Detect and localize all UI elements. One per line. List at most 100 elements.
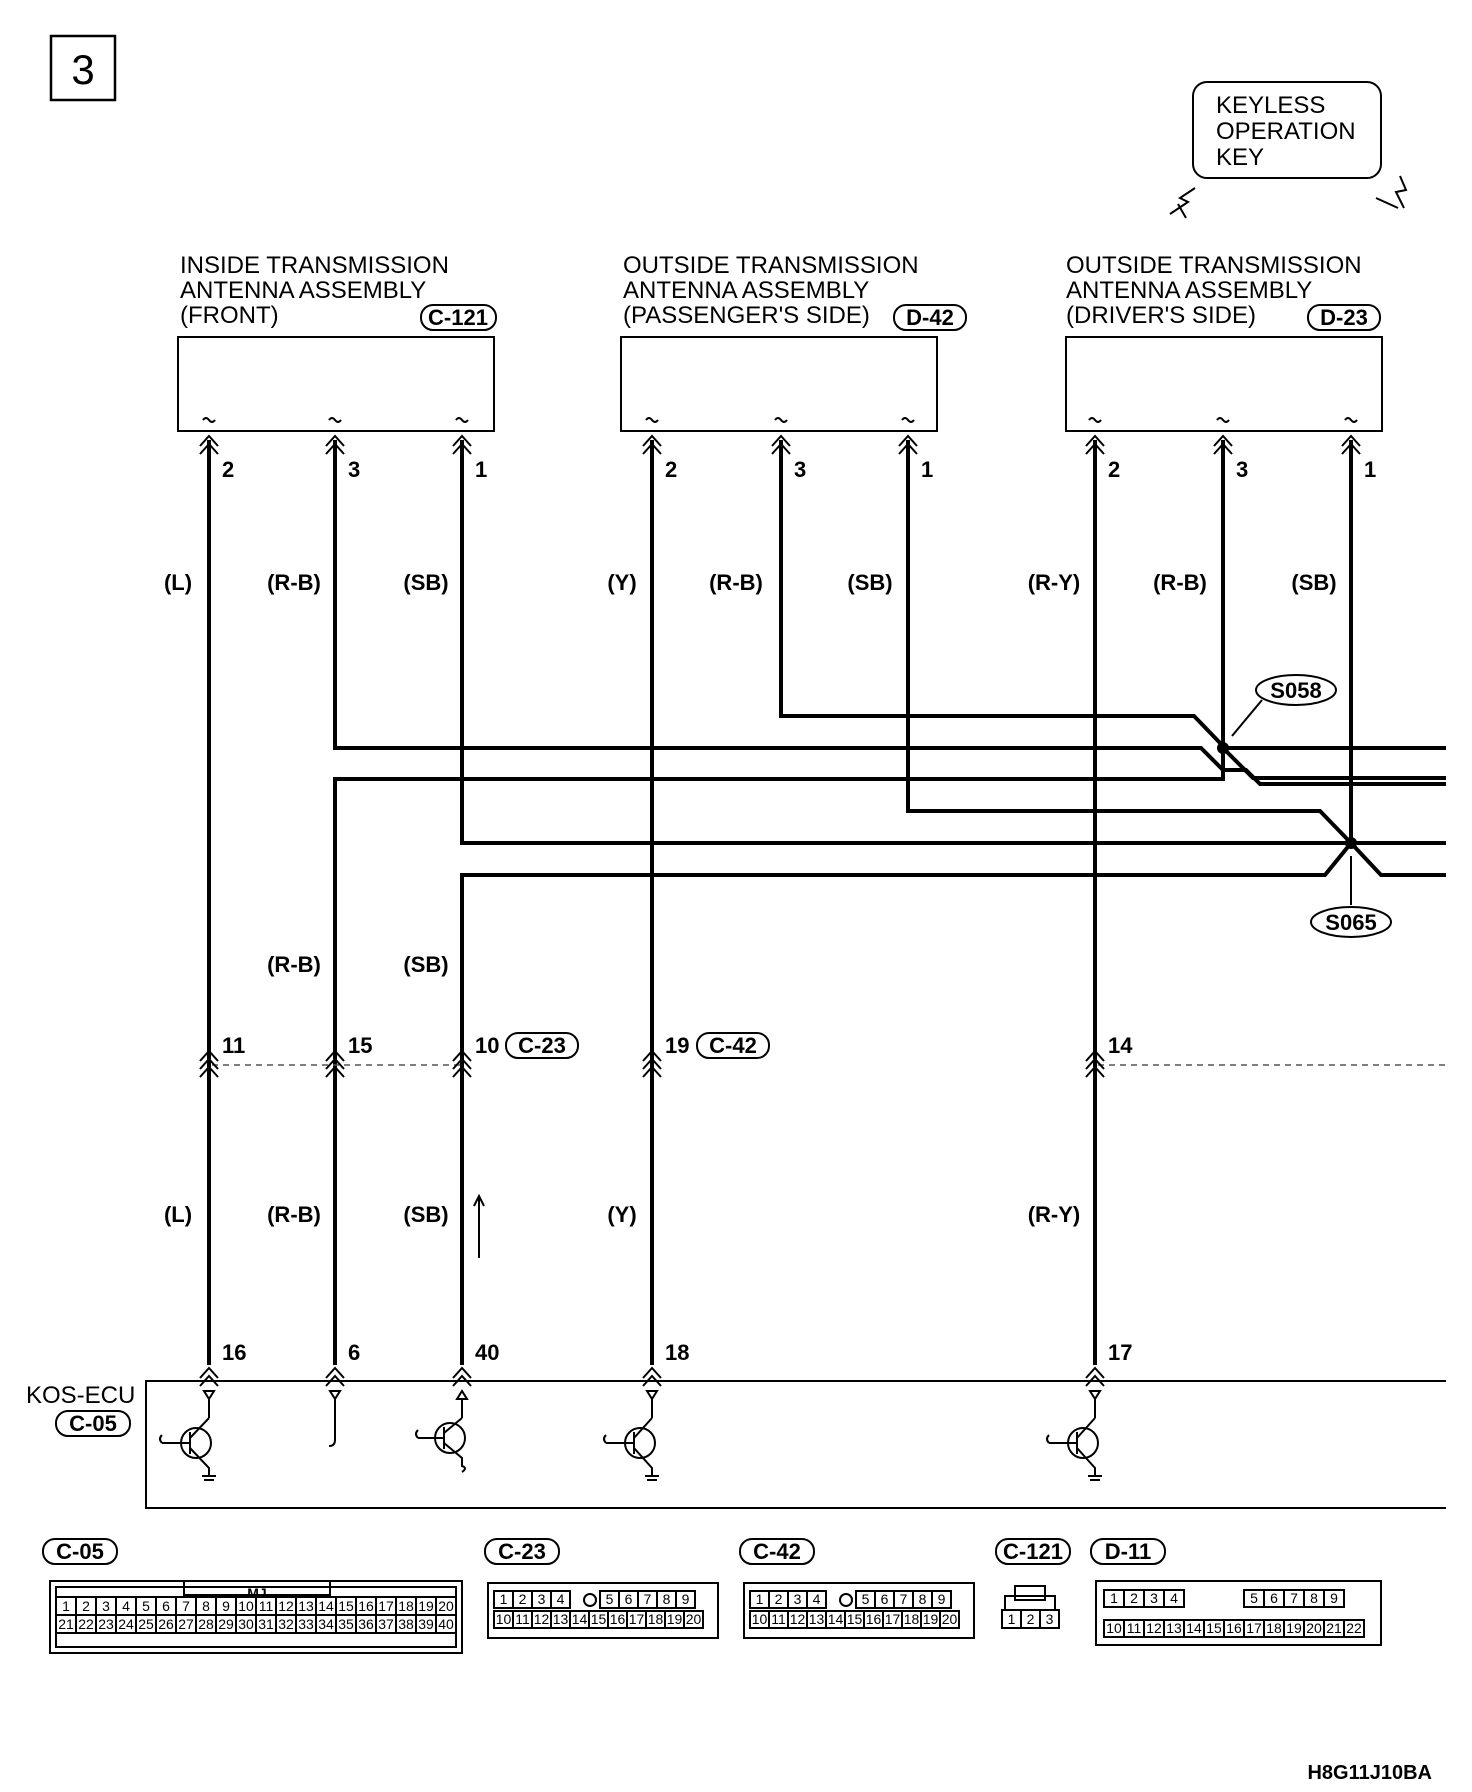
antenna-terminals	[199, 417, 1361, 455]
connector-tag: C-23	[518, 1033, 566, 1058]
pin-label: 31	[258, 1616, 274, 1632]
wire-color: (SB)	[403, 570, 448, 595]
wire-rb-front	[333, 440, 1446, 786]
antenna-front-box	[177, 336, 495, 432]
pin-label: 22	[78, 1616, 94, 1632]
pin-number: 1	[1364, 457, 1376, 482]
wire-color: (R-B)	[267, 952, 321, 977]
key-mark-icon	[583, 1593, 597, 1607]
pin-cell	[806, 1590, 827, 1609]
wire-rb-passenger	[779, 440, 1225, 748]
pin-number: 10	[475, 1033, 499, 1058]
pin-label: 19	[923, 1611, 939, 1627]
pin-label: 18	[1266, 1620, 1282, 1636]
pin-cell	[683, 1610, 704, 1629]
pin-label: 19	[667, 1611, 683, 1627]
pin-label: 17	[885, 1611, 901, 1627]
pin-cell	[939, 1610, 960, 1629]
pin-number: 3	[348, 457, 360, 482]
wire-color: (R-B)	[709, 570, 763, 595]
pin-label: 32	[278, 1616, 294, 1632]
pin-label: 14	[572, 1611, 588, 1627]
pin-label: 15	[847, 1611, 863, 1627]
connector-tag: D-42	[906, 305, 954, 330]
wire-color: (SB)	[1291, 570, 1336, 595]
wire-color: (SB)	[403, 1202, 448, 1227]
pin-label: 16	[866, 1611, 882, 1627]
pin-label: 8	[663, 1591, 671, 1607]
pin-label: 17	[378, 1598, 394, 1614]
pin-label: 8	[202, 1598, 210, 1614]
pin-label: 25	[138, 1616, 154, 1632]
pin-cell	[931, 1590, 952, 1609]
splice-s058: S058	[1231, 674, 1337, 737]
pin-label: 7	[182, 1598, 190, 1614]
antenna-passenger-box	[620, 336, 938, 432]
connector-tag: C-23	[498, 1539, 546, 1564]
wire-sb-driver	[460, 440, 1353, 1365]
pin-label: 3	[794, 1591, 802, 1607]
radio-wave-icon	[1169, 187, 1196, 219]
connector-tag: C-42	[709, 1033, 757, 1058]
pin-label: 3	[538, 1591, 546, 1607]
ecu-name: KOS-ECU	[26, 1382, 135, 1409]
pin-label: 6	[881, 1591, 889, 1607]
transistor-icon	[415, 1389, 469, 1473]
pin-label: 28	[198, 1616, 214, 1632]
pin-label: 3	[1150, 1590, 1158, 1606]
pin-label: 16	[610, 1611, 626, 1627]
pin-number: 11	[222, 1033, 245, 1058]
pin-label: 12	[1146, 1620, 1162, 1636]
pin-label: 18	[648, 1611, 664, 1627]
connector-tag: D-23	[1320, 305, 1368, 330]
pin-cell	[1163, 1589, 1185, 1608]
pin-number: 2	[1108, 457, 1120, 482]
pin-label: 4	[1170, 1590, 1178, 1606]
pin-label: 2	[519, 1591, 527, 1607]
component-driver-title: OUTSIDE TRANSMISSION ANTENNA ASSEMBLY (D…	[1066, 252, 1381, 331]
antenna-pin-numbers: 2 3 1 2 3 1 2 3 1	[222, 457, 1376, 482]
pin-cell	[435, 1614, 457, 1634]
pin-label: 15	[338, 1598, 354, 1614]
connector-tag: C-121	[428, 305, 488, 330]
pin-label: 10	[496, 1611, 512, 1627]
connector-tag: C-05	[69, 1411, 117, 1436]
wire-color: (R-Y)	[1028, 1202, 1081, 1227]
pin-label: 3	[102, 1598, 110, 1614]
pin-label: 5	[606, 1591, 614, 1607]
pin-label: 14	[318, 1598, 334, 1614]
component-title-line: OUTSIDE TRANSMISSION	[623, 252, 919, 279]
pin-label: 9	[222, 1598, 230, 1614]
pin-label: 1	[1008, 1611, 1016, 1627]
wire-sb-front	[460, 440, 1351, 845]
transistor-icon	[159, 1390, 216, 1481]
pin-label: 19	[418, 1598, 434, 1614]
pin-label: 13	[298, 1598, 314, 1614]
component-title-line: (PASSENGER'S SIDE)	[623, 302, 870, 329]
component-title-line: OUTSIDE TRANSMISSION	[1066, 252, 1362, 279]
pin-number: 15	[348, 1033, 372, 1058]
pin-label: 18	[398, 1598, 414, 1614]
pin-label: 39	[418, 1616, 434, 1632]
wire-sb-passenger	[906, 440, 1446, 845]
pin-number: 17	[1108, 1340, 1132, 1365]
pin-label: 13	[1166, 1620, 1182, 1636]
pin-label: 18	[904, 1611, 920, 1627]
transistor-icon	[1046, 1390, 1102, 1481]
pin-label: 4	[122, 1598, 130, 1614]
pin-label: 40	[438, 1616, 454, 1632]
pin-label: 2	[82, 1598, 90, 1614]
pin-label: 6	[625, 1591, 633, 1607]
wire-colors-upper: (L) (R-B) (SB) (Y) (R-B) (SB) (R-Y) (R-B…	[164, 570, 1337, 595]
pin-label: 11	[515, 1611, 530, 1627]
pin-number: 6	[348, 1340, 360, 1365]
pin-label: 29	[218, 1616, 234, 1632]
pin-label: 17	[629, 1611, 645, 1627]
ecu-terminals: 16 6 40 18 17	[199, 1340, 1132, 1387]
component-title-line: ANTENNA ASSEMBLY	[1066, 277, 1312, 304]
pin-label: 20	[438, 1598, 454, 1614]
wire-color: (R-B)	[267, 570, 321, 595]
radio-wave-icon	[1375, 175, 1408, 209]
pin-label: 37	[378, 1616, 394, 1632]
